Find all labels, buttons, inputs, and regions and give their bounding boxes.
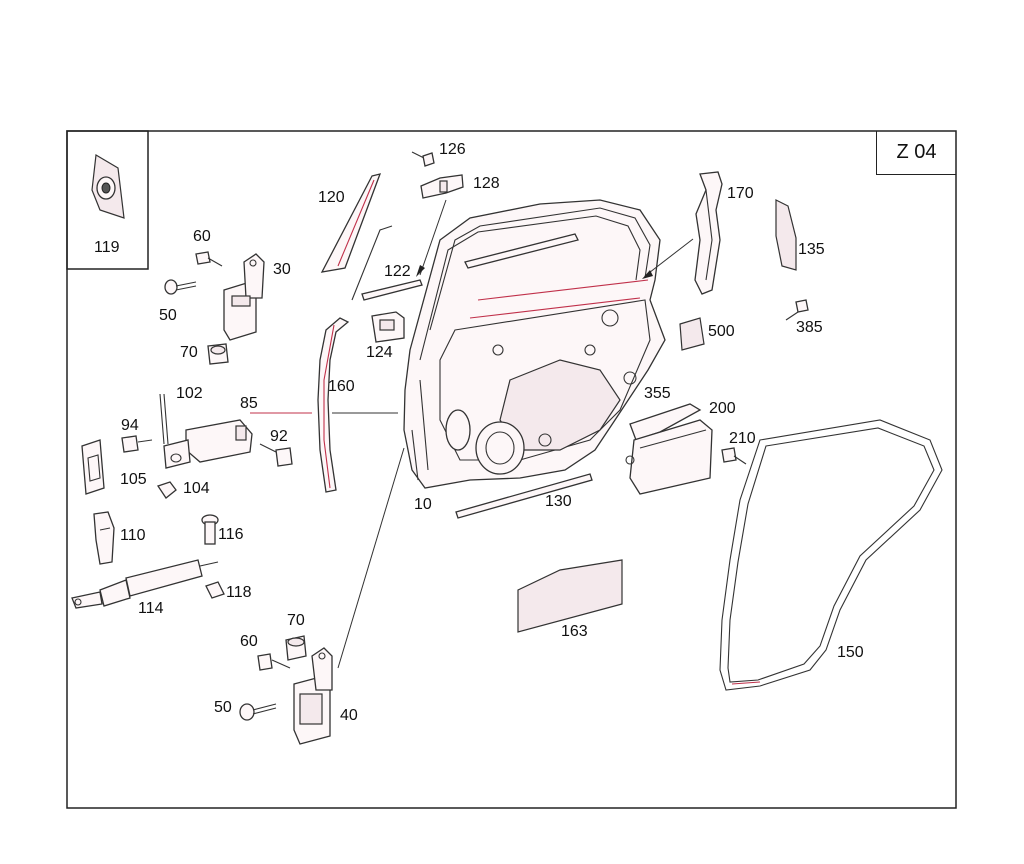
leader-40 [337,447,405,669]
diagram-frame [66,130,957,809]
part-126-bolt[interactable] [411,151,435,167]
label-60-lower[interactable]: 60 [240,633,258,650]
label-70-upper[interactable]: 70 [180,344,198,361]
part-10-door-shell[interactable] [403,199,666,489]
label-70-lower[interactable]: 70 [287,612,305,629]
label-105[interactable]: 105 [120,471,147,488]
arrowhead-170 [642,270,653,279]
part-70-nut-upper[interactable] [207,343,229,365]
label-116[interactable]: 116 [218,526,244,543]
part-119-grommet[interactable] [91,154,125,219]
part-130-strip[interactable] [455,473,593,519]
label-135[interactable]: 135 [798,241,825,258]
part-window-channel[interactable] [464,233,579,269]
label-50-lower[interactable]: 50 [214,699,232,716]
label-50-upper[interactable]: 50 [159,307,177,324]
part-50-bolt-upper[interactable] [164,279,197,295]
label-124[interactable]: 124 [366,344,393,361]
arrowhead-128 [416,265,425,277]
part-120-trim[interactable] [320,173,382,273]
part-70-nut-lower[interactable] [285,635,307,661]
part-200-control-unit[interactable] [625,419,713,495]
part-105-trim[interactable] [81,439,105,495]
label-119[interactable]: 119 [94,239,120,256]
part-118-clip[interactable] [205,581,225,599]
part-135-foil[interactable] [775,199,797,271]
label-60-upper[interactable]: 60 [193,228,211,245]
label-500[interactable]: 500 [708,323,735,340]
part-30-upper-hinge[interactable] [223,253,265,341]
label-40[interactable]: 40 [340,707,358,724]
part-160-seal[interactable] [317,317,350,493]
label-10[interactable]: 10 [414,496,432,513]
part-122-wire [351,225,393,301]
part-114-gas-spring[interactable] [71,559,219,609]
part-60-bolt-lower[interactable] [257,653,291,671]
label-200[interactable]: 200 [709,400,736,417]
label-30[interactable]: 30 [273,261,291,278]
part-128-clip[interactable] [420,174,464,199]
group-code-box: Z 04 [876,131,956,175]
label-104[interactable]: 104 [183,480,210,497]
part-94-bolt[interactable] [121,435,153,453]
part-500-pad[interactable] [679,317,705,351]
part-163-foil[interactable] [517,559,623,633]
label-170[interactable]: 170 [727,185,754,202]
label-110[interactable]: 110 [120,527,146,544]
label-210[interactable]: 210 [729,430,756,447]
part-122-strip[interactable] [361,279,423,301]
part-102-pin[interactable] [159,393,169,445]
leader-170 [644,238,694,277]
label-150[interactable]: 150 [837,644,864,661]
part-40-lower-hinge[interactable] [293,647,333,745]
label-126[interactable]: 126 [439,141,466,158]
label-85[interactable]: 85 [240,395,258,412]
label-160[interactable]: 160 [328,378,355,395]
part-110-bracket[interactable] [93,511,115,565]
part-124-switch[interactable] [371,311,405,343]
leader-128 [419,199,447,276]
part-170-bracket[interactable] [694,171,723,295]
label-118[interactable]: 118 [226,584,252,601]
label-122[interactable]: 122 [384,263,411,280]
part-92-bolt[interactable] [259,443,293,467]
label-355[interactable]: 355 [644,385,671,402]
part-385-screw[interactable] [785,299,809,321]
label-163[interactable]: 163 [561,623,588,640]
label-102[interactable]: 102 [176,385,203,402]
part-210-screw[interactable] [721,447,747,465]
part-355-bracket[interactable] [629,403,702,441]
part-85-door-check[interactable] [163,419,253,469]
label-130[interactable]: 130 [545,493,572,510]
part-50-bolt-lower[interactable] [239,703,277,721]
part-150-seal[interactable] [719,419,943,691]
part-104-clip[interactable] [156,481,177,499]
label-385[interactable]: 385 [796,319,823,336]
part-116-pin[interactable] [201,514,219,545]
label-114[interactable]: 114 [138,600,164,617]
part-60-bolt-upper[interactable] [195,251,223,267]
label-128[interactable]: 128 [473,175,500,192]
label-120[interactable]: 120 [318,189,345,206]
inset-box [66,130,149,270]
label-92[interactable]: 92 [270,428,288,445]
label-94[interactable]: 94 [121,417,139,434]
